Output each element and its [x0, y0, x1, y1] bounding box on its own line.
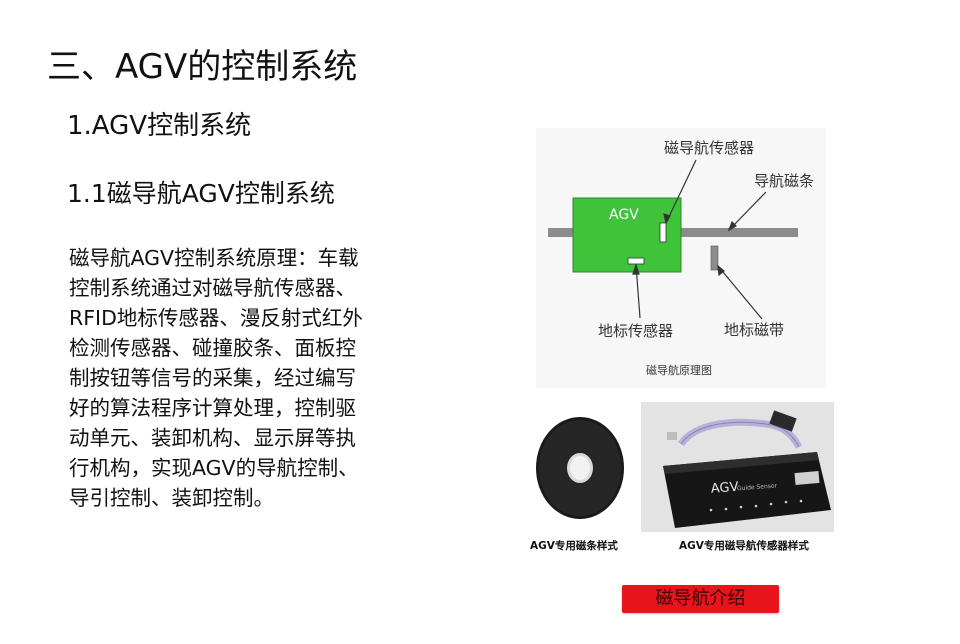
landmark-tape-arrowhead [717, 264, 725, 277]
paragraph-line: 好的算法程序计算处理，控制驱 [69, 396, 356, 420]
cable-connector [769, 410, 797, 432]
paragraph-line: 动单元、装卸机构、显示屏等执 [69, 426, 356, 450]
nav-sensor-label: 磁导航传感器 [664, 139, 754, 157]
nav-sensor-arrowhead [663, 213, 671, 225]
magnetic-tape-photo [525, 402, 633, 532]
guide-strip-leader-line [728, 191, 767, 231]
paragraph-line: RFID地标传感器、漫反射式红外 [69, 306, 363, 330]
guide-strip-arrowhead [727, 220, 737, 232]
paragraph-line: 磁导航AGV控制系统原理：车载 [69, 246, 359, 270]
landmark-tape-leader-line [717, 265, 763, 320]
description-paragraph: 磁导航AGV控制系统原理：车载 控制系统通过对磁导航传感器、 RFID地标传感器… [69, 243, 419, 513]
landmark-sensor-label: 地标传感器 [598, 322, 673, 340]
nav-sensor-marker [659, 222, 667, 243]
sensor-device-label: AGV [710, 480, 739, 497]
guide-strip-label: 导航磁条 [754, 172, 814, 190]
nav-sensor-leader-line [665, 159, 697, 224]
agv-label: AGV [609, 207, 639, 223]
sensor-photo-caption: AGV专用磁导航传感器样式 [679, 540, 809, 552]
page-title: 三、AGV的控制系统 [47, 47, 358, 87]
section-title: 1.1磁导航AGV控制系统 [67, 179, 335, 208]
magnetic-navigation-diagram: AGV 磁导航传感器 导航磁条 地标传感器 地标磁带 磁导航原理图 [536, 128, 826, 388]
guide-sensor-photo: AGV Guide Sensor [641, 402, 834, 532]
tape-photo-caption: AGV专用磁条样式 [530, 540, 618, 552]
landmark-tape-marker [710, 245, 719, 271]
magnetic-navigation-intro-button[interactable]: 磁导航介绍 [622, 585, 779, 613]
paragraph-line: 行机构，实现AGV的导航控制、 [69, 456, 359, 480]
sensor-body [663, 452, 831, 528]
diagram-caption: 磁导航原理图 [646, 363, 712, 377]
paragraph-line: 制按钮等信号的采集，经过编写 [69, 366, 356, 390]
landmark-sensor-marker [627, 257, 645, 265]
paragraph-line: 控制系统通过对磁导航传感器、 [69, 276, 356, 300]
paragraph-line: 检测传感器、碰撞胶条、面板控 [69, 336, 356, 360]
landmark-sensor-arrowhead [632, 263, 640, 275]
landmark-tape-label: 地标磁带 [724, 321, 784, 339]
subheading: 1.AGV控制系统 [67, 111, 252, 141]
sensor-device-sublabel: Guide Sensor [737, 482, 778, 492]
paragraph-line: 导引控制、装卸控制。 [69, 486, 274, 510]
